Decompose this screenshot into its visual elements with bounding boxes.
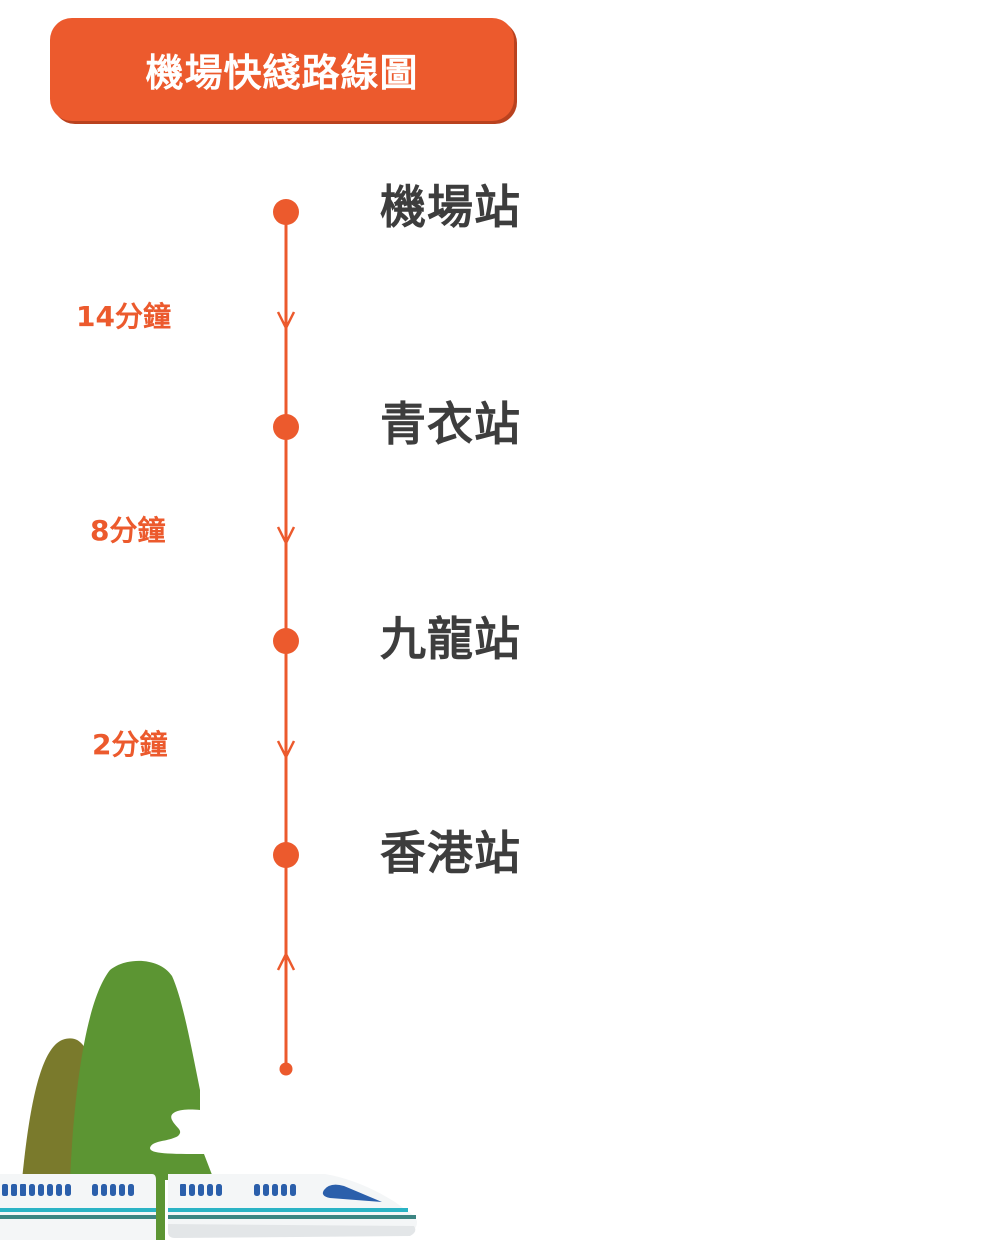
hills-and-train-illustration bbox=[0, 960, 417, 1240]
arrow-down-icon bbox=[276, 311, 296, 331]
route-end-dot bbox=[279, 1062, 293, 1076]
station-dot bbox=[273, 628, 299, 654]
station-label-airport: 機場站 bbox=[380, 180, 521, 234]
front-hill-icon bbox=[70, 960, 214, 1180]
station-dot bbox=[273, 842, 299, 868]
segment-time-label: 8分鐘 bbox=[90, 514, 166, 547]
train-car-rear bbox=[0, 1174, 156, 1240]
segment-time-label: 14分鐘 bbox=[76, 300, 171, 333]
station-dot bbox=[273, 199, 299, 225]
train-windows bbox=[2, 1184, 296, 1196]
train-car-front bbox=[168, 1174, 417, 1238]
station-label-hong-kong: 香港站 bbox=[380, 826, 521, 880]
page-title: 機場快綫路線圖 bbox=[145, 51, 419, 95]
header-banner: 機場快綫路線圖 bbox=[50, 18, 514, 121]
train-windshield bbox=[322, 1184, 382, 1202]
arrow-down-icon bbox=[276, 526, 296, 546]
arrow-down-icon bbox=[276, 740, 296, 760]
hill-trunk bbox=[155, 1170, 165, 1240]
station-label-kowloon: 九龍站 bbox=[380, 612, 521, 666]
arrow-up-icon bbox=[276, 951, 296, 971]
station-label-tsing-yi: 青衣站 bbox=[380, 397, 521, 451]
segment-time-label: 2分鐘 bbox=[92, 728, 168, 761]
station-dot bbox=[273, 414, 299, 440]
